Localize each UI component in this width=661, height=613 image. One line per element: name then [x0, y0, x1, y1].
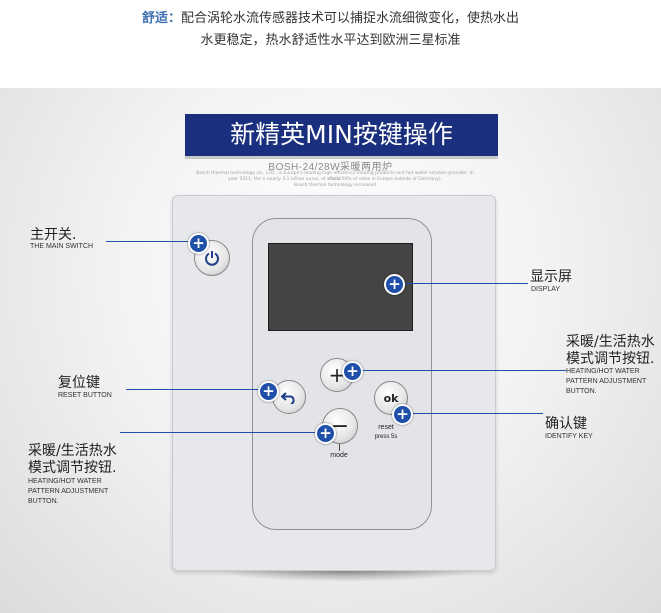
undo-arrow-icon [281, 392, 295, 404]
intro-text: 舒适：配合涡轮水流传感器技术可以捕捉水流细微变化，使热水出 水更稳定，热水舒适性… [0, 8, 661, 52]
reset-line [126, 389, 266, 390]
identify-label: 确认键 [545, 416, 587, 432]
display-marker: + [384, 274, 405, 295]
title-banner: 新精英MIN按键操作 [185, 114, 498, 159]
power-icon [205, 251, 219, 266]
reset-marker: + [258, 381, 279, 402]
reset-label-en: RESET BUTTON [58, 392, 112, 399]
display-screen [268, 243, 413, 331]
main-switch-line [106, 241, 196, 242]
heating-right-en-1: HEATING/HOT WATER [566, 368, 640, 375]
reset-hint-label: reset [378, 424, 394, 431]
identify-marker: + [392, 404, 413, 425]
identify-line [408, 413, 543, 414]
heating-right-marker: + [342, 361, 363, 382]
heating-right-en-3: BUTTON. [566, 388, 597, 395]
display-label: 显示屏 [530, 269, 572, 285]
intro-keyword: 舒适： [141, 11, 181, 26]
display-line [398, 283, 528, 284]
heating-right-label-1: 采暖/生活热水 [566, 334, 655, 350]
power-button[interactable] [194, 240, 230, 276]
heating-left-en-3: BUTTON. [28, 498, 59, 505]
intro-line-2: 水更稳定，热水舒适性水平达到欧洲三星标准 [200, 33, 461, 48]
intro-line-1-text: 配合涡轮水流传感器技术可以捕捉水流细微变化，使热水出 [181, 11, 520, 26]
press-hint-label: press 5s [374, 434, 398, 440]
reset-label: 复位键 [58, 375, 100, 391]
model-name: BOSH-24/28W采暖两用炉 [268, 162, 393, 173]
mode-label: mode [330, 452, 348, 459]
heating-left-line [120, 432, 320, 433]
main-switch-label: 主开关. [30, 227, 77, 243]
main-switch-marker: + [188, 233, 209, 254]
heating-left-en-2: PATTERN ADJUSTMENT [28, 488, 109, 495]
main-switch-label-en: THE MAIN SWITCH [30, 243, 93, 250]
heating-left-label-1: 采暖/生活热水 [28, 443, 117, 459]
heating-left-marker: + [315, 423, 336, 444]
heating-left-en-1: HEATING/HOT WATER [28, 478, 102, 485]
mode-tick [339, 444, 340, 451]
display-label-en: DISPLAY [531, 286, 561, 293]
heating-right-label-2: 模式调节按钮. [566, 351, 655, 367]
identify-label-en: IDENTIFY KEY [545, 433, 593, 440]
fine-print-3: Bosch thermal technology increased [293, 183, 377, 188]
fine-print-2: year 2011, the e nearly 3.1 billion euro… [227, 177, 443, 182]
intro-line-1: 舒适：配合涡轮水流传感器技术可以捕捉水流细微变化，使热水出 [0, 8, 661, 30]
heating-right-en-2: PATTERN ADJUSTMENT [566, 378, 647, 385]
heating-left-label-2: 模式调节按钮. [28, 460, 117, 476]
heating-right-line [358, 370, 566, 371]
fine-print-1: Bosch thermal technology co., LTD., is E… [196, 171, 474, 182]
